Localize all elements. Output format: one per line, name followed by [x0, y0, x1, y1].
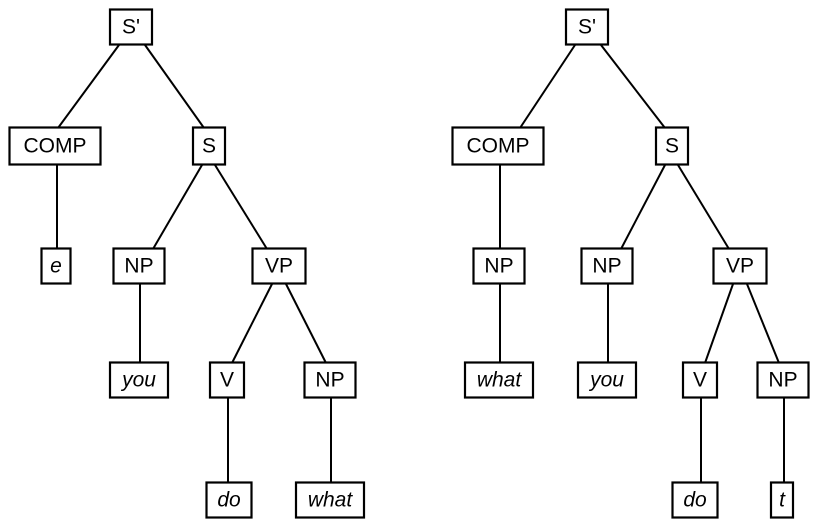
tree-node-R-V[interactable]: V: [681, 361, 719, 399]
tree-node-R-what[interactable]: what: [463, 361, 535, 399]
node-label-R-you: you: [588, 369, 624, 392]
tree-edge-R-Sbar-to-R-S: [600, 44, 666, 129]
node-label-L-NP1: NP: [124, 255, 153, 278]
tree-edge-R-Sbar-to-R-COMP: [519, 44, 576, 129]
tree-node-R-you[interactable]: you: [576, 361, 638, 399]
tree-edge-L-S-to-L-NP1: [152, 164, 203, 250]
node-label-L-S: S: [202, 135, 216, 158]
tree-node-L-S[interactable]: S: [191, 126, 227, 166]
tree-node-L-VP[interactable]: VP: [251, 247, 307, 285]
tree-edge-L-S-to-L-VP: [214, 164, 268, 250]
node-box-R-you: [576, 361, 638, 399]
tree-node-L-what[interactable]: what: [294, 481, 366, 519]
tree-edge-R-VP-to-R-NP2: [746, 283, 780, 364]
node-box-R-V: [681, 361, 719, 399]
node-label-R-VP: VP: [726, 255, 754, 278]
node-box-R-COMP: [451, 126, 545, 166]
node-label-L-you: you: [120, 369, 156, 392]
tree-node-R-NP2[interactable]: NP: [756, 361, 810, 399]
node-label-R-V: V: [693, 369, 707, 392]
node-box-R-NP0: [472, 247, 526, 285]
tree-node-R-NP1[interactable]: NP: [580, 247, 634, 285]
node-label-L-what: what: [308, 489, 354, 512]
node-label-R-NP1: NP: [592, 255, 621, 278]
node-box-R-NP1: [580, 247, 634, 285]
node-label-L-COMP: COMP: [24, 135, 87, 158]
node-box-L-what: [294, 481, 366, 519]
node-box-L-V: [208, 361, 246, 399]
node-box-L-NP2: [303, 361, 357, 399]
node-box-L-COMP: [8, 126, 102, 166]
tree-node-L-e[interactable]: e: [40, 247, 72, 285]
tree-edge-L-VP-to-L-NP2: [285, 283, 327, 364]
tree-edges-layer: [56, 44, 785, 483]
node-label-R-COMP: COMP: [467, 135, 530, 158]
node-box-L-e: [40, 247, 72, 285]
node-label-R-NP0: NP: [484, 255, 513, 278]
tree-node-L-Sbar[interactable]: S': [108, 8, 154, 46]
tree-edge-L-Sbar-to-L-S: [144, 44, 205, 129]
node-label-R-NP2: NP: [768, 369, 797, 392]
tree-node-R-COMP[interactable]: COMP: [451, 126, 545, 166]
tree-node-L-COMP[interactable]: COMP: [8, 126, 102, 166]
tree-edge-L-VP-to-L-V: [231, 283, 273, 364]
node-box-L-Sbar: [108, 8, 154, 46]
tree-node-R-NP0[interactable]: NP: [472, 247, 526, 285]
tree-edge-R-S-to-R-NP1: [620, 164, 666, 250]
node-box-R-what: [463, 361, 535, 399]
tree-node-R-do[interactable]: do: [671, 481, 719, 519]
tree-node-L-V[interactable]: V: [208, 361, 246, 399]
node-box-R-Sbar: [564, 8, 610, 46]
tree-node-L-NP2[interactable]: NP: [303, 361, 357, 399]
tree-node-R-t[interactable]: t: [769, 481, 795, 519]
node-label-L-do: do: [217, 489, 241, 512]
node-box-L-do: [205, 481, 253, 519]
node-label-R-t: t: [779, 489, 786, 512]
surface-structure-tree-edges: [499, 44, 785, 483]
node-label-L-NP2: NP: [315, 369, 344, 392]
node-box-R-S: [654, 126, 690, 166]
tree-edge-R-VP-to-R-V: [704, 283, 734, 364]
node-box-L-NP1: [112, 247, 166, 285]
node-label-L-e: e: [50, 255, 62, 278]
node-label-R-do: do: [683, 489, 707, 512]
tree-node-L-do[interactable]: do: [205, 481, 253, 519]
tree-edge-R-S-to-R-VP: [677, 164, 730, 250]
node-label-R-what: what: [477, 369, 523, 392]
node-box-R-VP: [712, 247, 768, 285]
deep-structure-tree-edges: [56, 44, 332, 483]
node-box-L-S: [191, 126, 227, 166]
node-box-R-t: [769, 481, 795, 519]
node-label-R-S: S: [665, 135, 679, 158]
node-label-L-VP: VP: [265, 255, 293, 278]
node-box-R-do: [671, 481, 719, 519]
tree-node-L-NP1[interactable]: NP: [112, 247, 166, 285]
node-box-L-VP: [251, 247, 307, 285]
tree-node-L-you[interactable]: you: [108, 361, 170, 399]
node-box-R-NP2: [756, 361, 810, 399]
tree-node-R-Sbar[interactable]: S': [564, 8, 610, 46]
node-label-L-Sbar: S': [122, 16, 140, 39]
surface-structure-tree-nodes: S' COMP S NP NP VP what you V NP do t: [451, 8, 810, 519]
node-label-R-Sbar: S': [578, 16, 596, 39]
tree-node-R-VP[interactable]: VP: [712, 247, 768, 285]
tree-edge-L-Sbar-to-L-COMP: [57, 44, 120, 129]
tree-node-R-S[interactable]: S: [654, 126, 690, 166]
node-box-L-you: [108, 361, 170, 399]
node-label-L-V: V: [220, 369, 234, 392]
